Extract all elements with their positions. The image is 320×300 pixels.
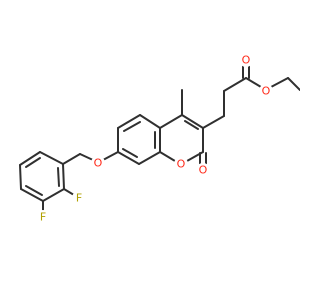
bond <box>42 188 65 202</box>
bond <box>62 163 65 190</box>
atom-o-ring-label: O <box>177 158 186 171</box>
atom-f-ortho: F <box>72 191 86 205</box>
atom-labels: O O O O O F F <box>36 53 273 224</box>
bond <box>122 148 138 158</box>
bond <box>19 164 22 190</box>
bond <box>20 188 44 202</box>
atom-o-ester: O <box>259 84 273 98</box>
atom-o-lactone-label: O <box>199 164 208 177</box>
chemical-structure-diagram: O O O O O F F <box>19 53 300 224</box>
bonds <box>19 65 300 213</box>
bond <box>223 77 247 92</box>
bond <box>287 77 300 91</box>
bond <box>138 151 161 165</box>
bond <box>19 151 41 166</box>
bond <box>123 121 141 132</box>
bond <box>270 77 289 88</box>
bond <box>57 167 60 187</box>
atom-o-ether-label: O <box>94 157 103 170</box>
bond <box>39 151 64 165</box>
atom-f-para-label: F <box>40 211 46 224</box>
atom-f-ortho-label: F <box>76 192 82 205</box>
bond <box>25 185 43 196</box>
bond <box>159 151 176 162</box>
atom-o-ring: O <box>174 157 188 171</box>
structure-canvas: O O O O O F F <box>19 53 300 224</box>
bond <box>63 188 75 196</box>
bond <box>117 151 140 165</box>
bond <box>102 151 119 161</box>
bond <box>202 115 225 129</box>
atom-o-ester-label: O <box>262 85 271 98</box>
bond <box>117 114 141 129</box>
atom-o-ester-carbonyl: O <box>239 53 253 67</box>
bond <box>184 120 199 130</box>
atom-o-ester-carbonyl-label: O <box>242 54 251 67</box>
bond <box>79 153 94 161</box>
atom-o-ether: O <box>91 156 105 170</box>
atom-f-para: F <box>36 210 50 224</box>
atom-o-lactone: O <box>196 163 210 177</box>
bond <box>159 114 183 129</box>
bond <box>139 114 161 129</box>
bond <box>181 114 204 129</box>
bond <box>62 153 81 165</box>
bond <box>25 157 41 168</box>
bond <box>245 77 262 88</box>
